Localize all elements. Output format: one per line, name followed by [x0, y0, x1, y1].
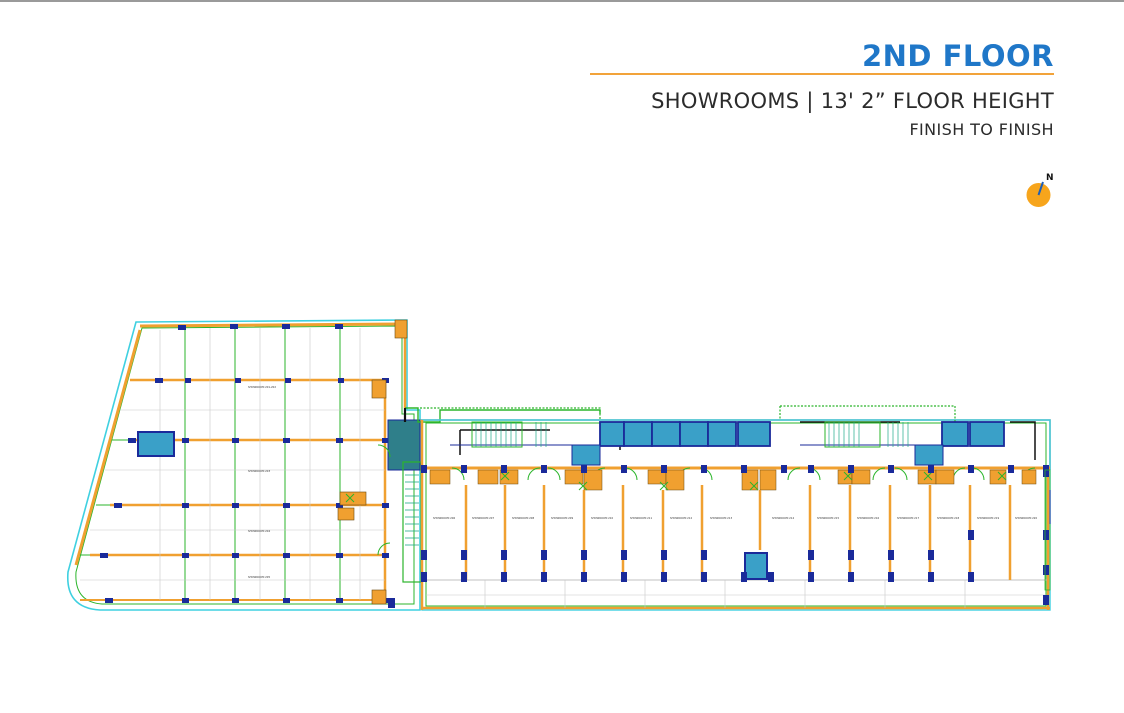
central-stair [402, 461, 422, 583]
right-wing-outline [421, 419, 1051, 611]
svg-text:SHOWROOM 207: SHOWROOM 207 [472, 516, 494, 520]
left-wing-inner-outline [75, 325, 415, 605]
svg-text:SHOWROOM 208: SHOWROOM 208 [512, 516, 534, 520]
floor-description: SHOWROOMS | 13' 2” FLOOR HEIGHT [651, 89, 1054, 113]
lift-south [744, 552, 768, 580]
svg-text:SHOWROOM 205: SHOWROOM 205 [248, 575, 270, 579]
svg-text:SHOWROOM 217: SHOWROOM 217 [897, 516, 919, 520]
left-lift-core [137, 431, 175, 457]
north-compass-icon: N [1022, 170, 1058, 210]
shaft-crosses [345, 471, 1007, 503]
svg-text:SHOWROOM 214: SHOWROOM 214 [772, 516, 794, 520]
service-blocks [429, 469, 1037, 491]
left-wing-outline [67, 319, 421, 611]
left-columns [100, 322, 403, 603]
plan-header: 2ND FLOOR SHOWROOMS | 13' 2” FLOOR HEIGH… [584, 40, 1054, 140]
showroom-partitions [464, 485, 1012, 580]
lift-bank-right [941, 421, 1005, 447]
svg-text:SHOWROOM 201-202: SHOWROOM 201-202 [248, 385, 276, 389]
left-grid-lines [80, 328, 385, 600]
floor-plan-svg: SHOWROOM 201-202 SHOWROOM 203 SHOWROOM 2… [67, 319, 1051, 611]
stair-left-top [471, 421, 547, 448]
compass-label: N [1046, 173, 1054, 183]
svg-text:SHOWROOM 220: SHOWROOM 220 [1015, 516, 1037, 520]
page-title: 2ND FLOOR [861, 39, 1054, 73]
svg-text:SHOWROOM 212: SHOWROOM 212 [670, 516, 692, 520]
svg-text:SHOWROOM 209: SHOWROOM 209 [551, 516, 573, 520]
height-note: FINISH TO FINISH [909, 120, 1054, 139]
compass-needle [1037, 181, 1044, 196]
floor-plan-drawing: SHOWROOM 201-202 SHOWROOM 203 SHOWROOM 2… [60, 310, 1060, 620]
top-border-line [0, 0, 1124, 2]
stair-right-top [824, 421, 909, 448]
svg-text:SHOWROOM 210: SHOWROOM 210 [591, 516, 613, 520]
svg-text:SHOWROOM 219: SHOWROOM 219 [977, 516, 999, 520]
title-underline [590, 73, 1054, 75]
svg-text:SHOWROOM 216: SHOWROOM 216 [857, 516, 879, 520]
svg-text:SHOWROOM 204: SHOWROOM 204 [248, 529, 270, 533]
svg-text:SHOWROOM 211: SHOWROOM 211 [630, 516, 652, 520]
svg-text:SHOWROOM 213: SHOWROOM 213 [710, 516, 732, 520]
lift-bank-center [599, 421, 771, 447]
right-columns [388, 465, 1049, 608]
svg-text:SHOWROOM 215: SHOWROOM 215 [817, 516, 839, 520]
svg-text:SHOWROOM 203: SHOWROOM 203 [248, 469, 270, 473]
svg-text:SHOWROOM 218: SHOWROOM 218 [937, 516, 959, 520]
svg-text:SHOWROOM 206: SHOWROOM 206 [433, 516, 455, 520]
